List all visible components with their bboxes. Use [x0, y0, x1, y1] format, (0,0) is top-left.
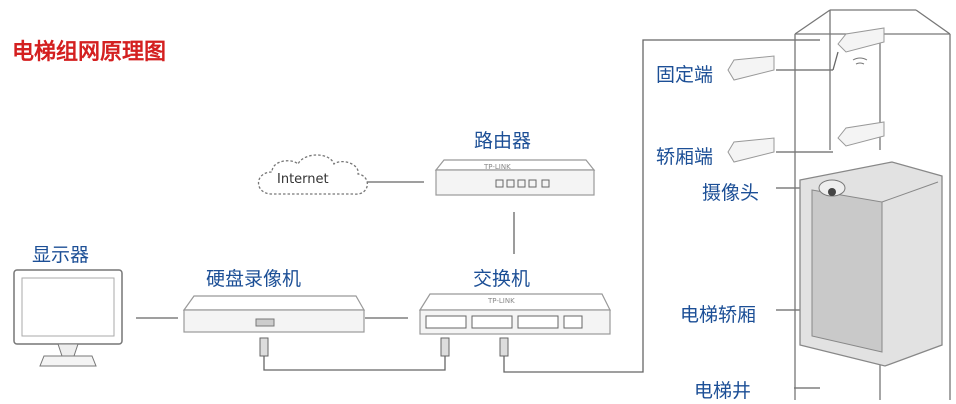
elevator-car-label: 电梯轿厢	[680, 304, 757, 326]
elevator-shaft-icon	[794, 9, 951, 400]
switch-label: 交换机	[473, 268, 531, 290]
rj45-connector-icon	[440, 337, 450, 357]
fixed-end-label: 固定端	[656, 64, 714, 86]
diagram-title: 电梯组网原理图	[12, 39, 167, 65]
internet-cloud-icon	[257, 154, 368, 195]
cable-nvr-switch	[263, 356, 446, 371]
rj45-connector-icon	[499, 337, 509, 357]
internet-label: Internet	[277, 172, 329, 187]
camera-label: 摄像头	[702, 182, 760, 204]
monitor-icon	[13, 269, 123, 367]
router-brand-text: TP-LINK	[484, 163, 511, 171]
dome-camera-icon	[818, 179, 846, 197]
elevator-car-icon	[799, 161, 943, 367]
switch-brand-text: TP-LINK	[488, 297, 515, 305]
cable-switch-fixed-end	[503, 39, 820, 373]
link-fixed-end-bridge	[832, 51, 839, 71]
nvr-label: 硬盘录像机	[206, 268, 302, 290]
rj45-connector-icon	[259, 337, 269, 357]
switch-device-icon	[418, 293, 611, 335]
monitor-label: 显示器	[32, 244, 90, 266]
bridge-car-end-icon	[837, 121, 885, 147]
nvr-device-icon	[182, 295, 366, 333]
router-device-icon	[434, 159, 596, 196]
bridge-car-end-label-icon	[727, 137, 775, 163]
car-end-label: 轿厢端	[656, 146, 714, 168]
elevator-shaft-label: 电梯井	[694, 380, 752, 402]
bridge-fixed-end-label-icon	[727, 55, 775, 81]
router-label: 路由器	[474, 130, 532, 152]
bridge-fixed-end-icon	[837, 27, 885, 65]
